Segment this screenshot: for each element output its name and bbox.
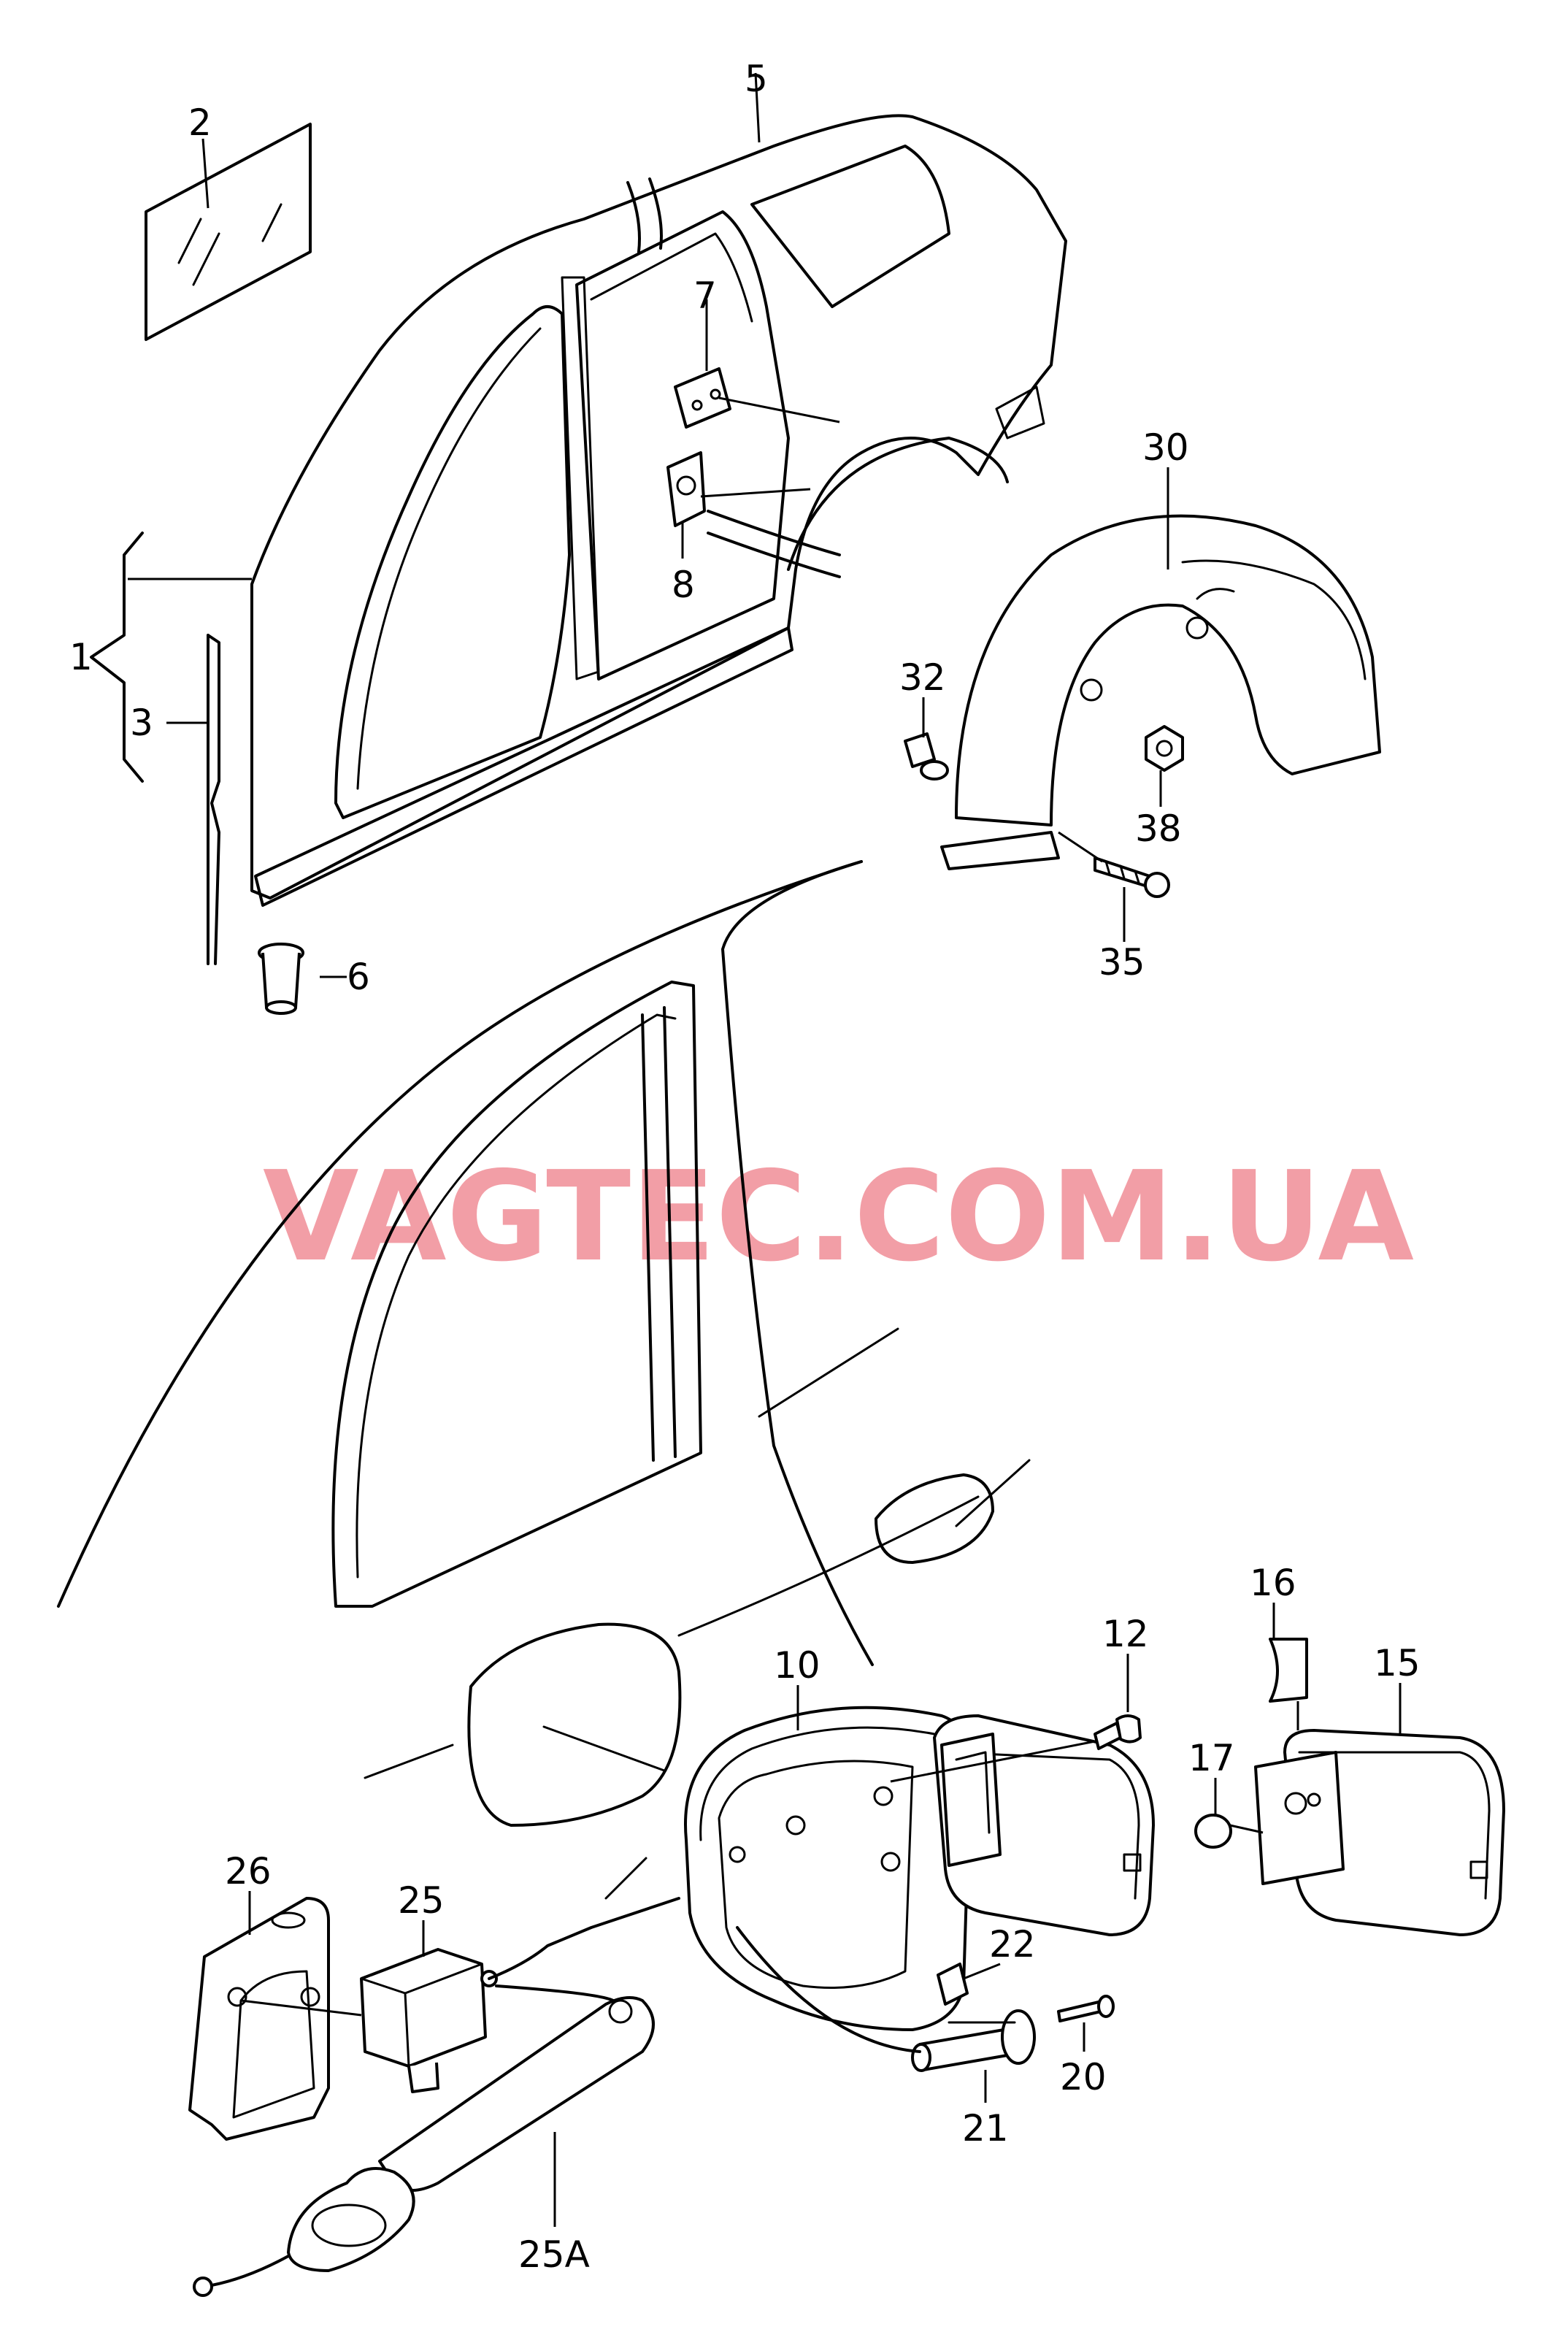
callout-26[interactable]: 26 [225, 1850, 272, 1892]
part-35-screw[interactable] [1094, 856, 1170, 898]
callout-16[interactable]: 16 [1250, 1562, 1296, 1604]
callout-25[interactable]: 25 [398, 1879, 445, 1922]
part-25a-release-cable[interactable] [193, 1897, 921, 2297]
part-8-latch[interactable] [666, 451, 706, 527]
part-26-bracket[interactable] [188, 1897, 330, 2141]
callout-32[interactable]: 32 [899, 656, 946, 699]
group-1-brace [90, 532, 144, 783]
part-2-window-glass[interactable] [145, 123, 312, 341]
part-25-actuator-motor[interactable] [360, 1948, 498, 2093]
callout-38[interactable]: 38 [1135, 808, 1182, 850]
part-5-side-panel[interactable] [250, 114, 1067, 907]
callout-30[interactable]: 30 [1142, 426, 1189, 469]
callout-1[interactable]: 1 [69, 636, 93, 678]
vehicle-outline [57, 860, 1031, 1900]
callout-20[interactable]: 20 [1060, 2056, 1107, 2098]
part-30-wheel-housing-liner[interactable] [940, 514, 1381, 870]
callout-8[interactable]: 8 [672, 564, 695, 606]
callout-22[interactable]: 22 [989, 1923, 1036, 1965]
callout-17[interactable]: 17 [1188, 1737, 1235, 1779]
part-3-strip[interactable] [207, 634, 220, 965]
callout-7[interactable]: 7 [693, 275, 717, 317]
callout-2[interactable]: 2 [188, 101, 212, 144]
callout-25a[interactable]: 25A [518, 2233, 590, 2276]
callout-5[interactable]: 5 [745, 58, 768, 100]
part-16-wedge[interactable] [1269, 1638, 1308, 1703]
part-22-clip[interactable] [937, 1963, 969, 2006]
callout-labels: 2 5 7 8 1 3 6 30 32 38 35 12 16 10 15 17… [69, 58, 1421, 2276]
callout-3[interactable]: 3 [130, 702, 153, 744]
part-15-fuel-flap[interactable] [1254, 1729, 1505, 1936]
part-38-nut[interactable] [1145, 725, 1184, 772]
callout-15[interactable]: 15 [1374, 1642, 1421, 1684]
callout-21[interactable]: 21 [962, 2107, 1009, 2149]
callout-10[interactable]: 10 [774, 1644, 820, 1687]
callout-35[interactable]: 35 [1099, 941, 1145, 983]
part-7-plate[interactable] [674, 367, 731, 429]
callout-6[interactable]: 6 [347, 956, 370, 998]
part-hinge-bracket[interactable] [933, 1714, 1155, 1936]
callout-12[interactable]: 12 [1102, 1613, 1149, 1655]
part-32-clip[interactable] [904, 732, 949, 780]
part-10-filler-housing[interactable] [684, 1706, 972, 2031]
part-17-cap[interactable] [1194, 1814, 1232, 1849]
part-6-grommet[interactable] [258, 943, 304, 1015]
part-12-bolt[interactable] [1094, 1714, 1142, 1750]
part-21-actuator-rod[interactable] [911, 2009, 1036, 2072]
watermark-text: VAGTEC.COM.UA [263, 1145, 1414, 1289]
part-20-screw[interactable] [1057, 1995, 1115, 2022]
leader-lines [128, 72, 1402, 2227]
